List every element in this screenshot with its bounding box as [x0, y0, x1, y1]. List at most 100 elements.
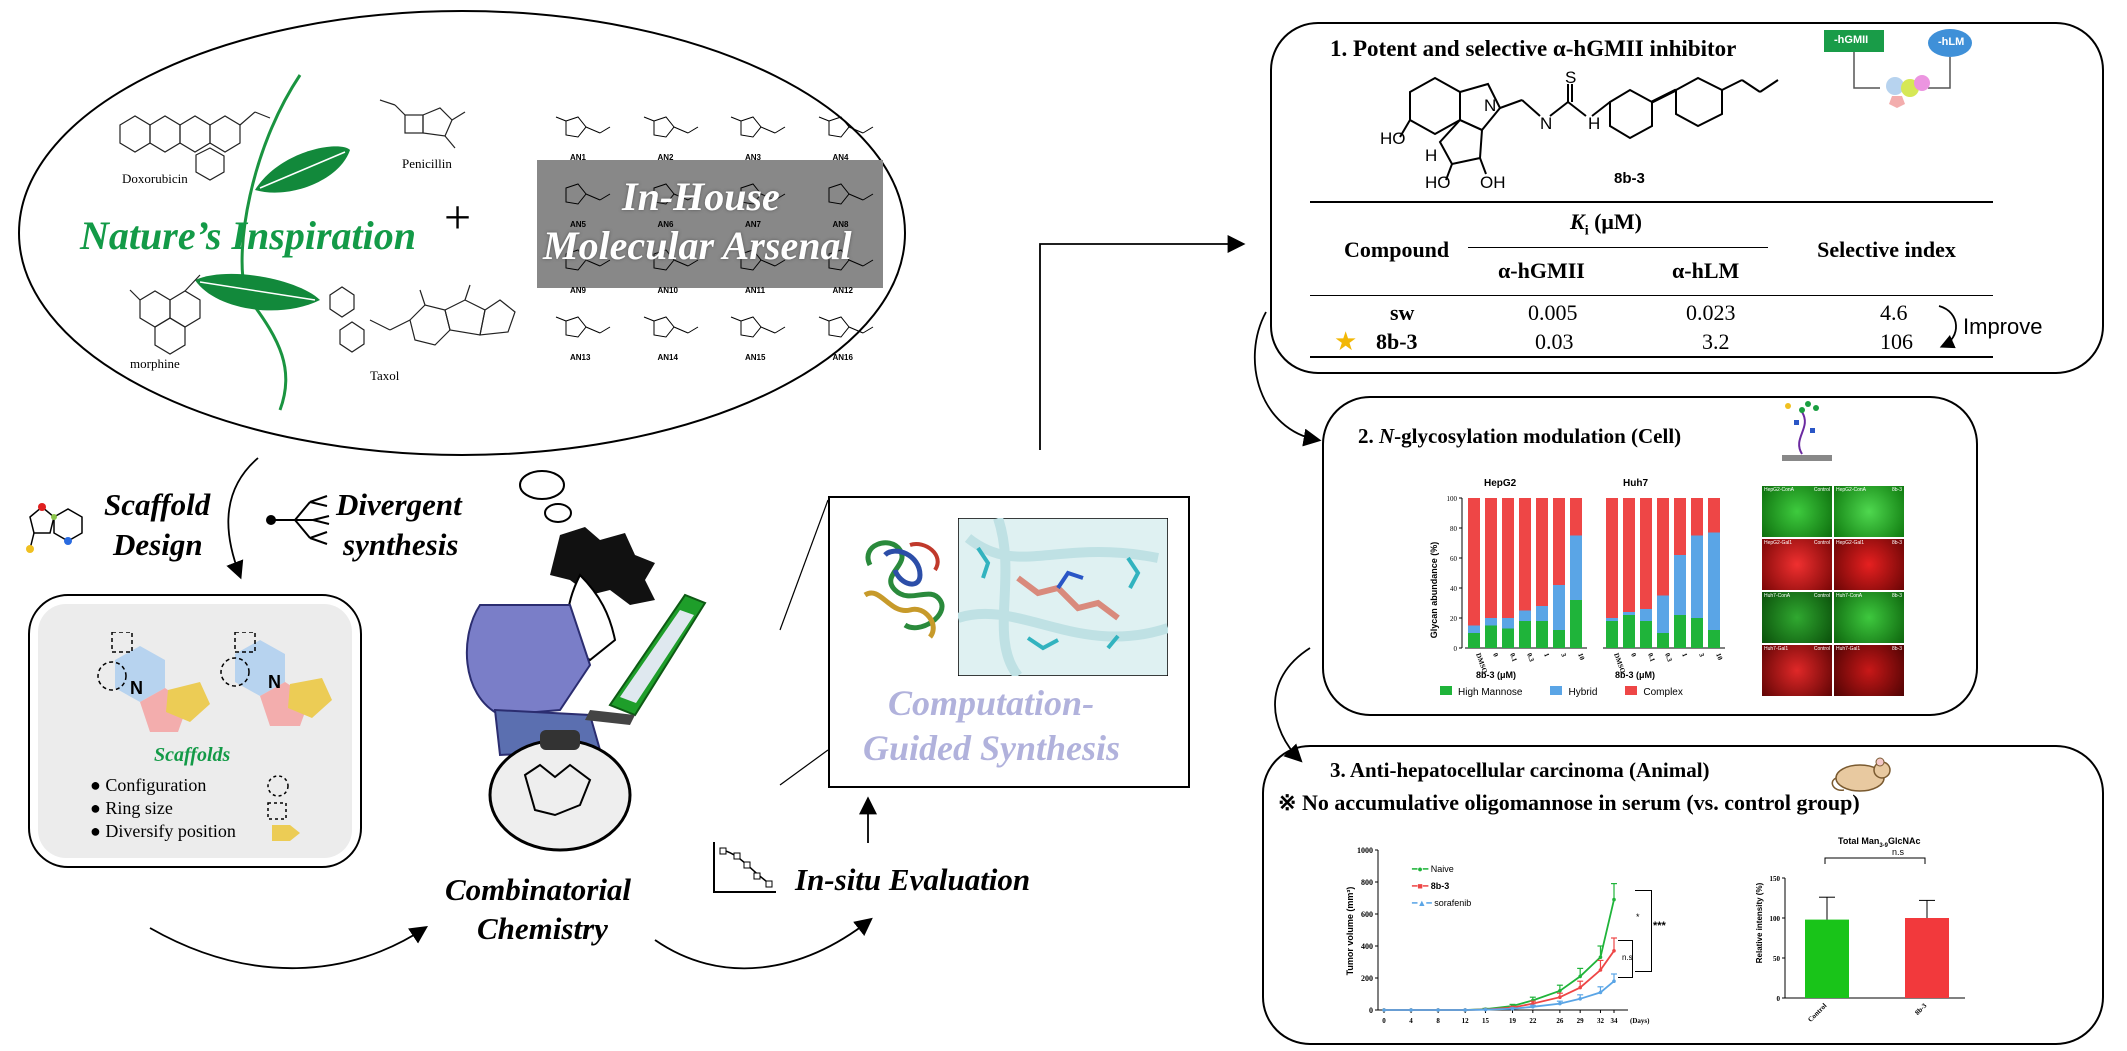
x-tick-label: 12 — [1462, 1017, 1470, 1025]
pyrrolidine-icon — [565, 182, 611, 205]
x-tick-label: Control — [1806, 1002, 1828, 1024]
scaffold-molecule-icon — [26, 503, 83, 553]
x-axis-label-huh7: 8b-3 (μM) — [1615, 670, 1656, 680]
data-point — [1612, 949, 1616, 953]
bar-segment — [1708, 498, 1720, 533]
sig-star: * — [1636, 912, 1640, 922]
x-tick-label: 10 — [1576, 652, 1586, 662]
table-row-sw-name: sw — [1390, 300, 1415, 325]
bar-segment — [1485, 498, 1497, 618]
bar-segment — [1640, 609, 1652, 621]
x-tick-label: 0.1 — [1508, 652, 1519, 663]
combinatorial-label-2: Chemistry — [477, 911, 608, 946]
legend-8b3: ━■━ 8b-3 — [1412, 878, 1471, 895]
x-tick-label: 0 — [1382, 1017, 1386, 1025]
combinatorial-label-1: Combinatorial — [445, 872, 632, 907]
arsenal-title-line1: In-House — [622, 174, 780, 219]
insitu-evaluation-label: In-situ Evaluation — [795, 862, 1031, 897]
scaffolds-panel-inner — [38, 604, 352, 858]
panel2-title: 2. N-glycosylation modulation (Cell) — [1358, 424, 1681, 449]
y-tick-label: 80 — [1450, 525, 1458, 533]
table-row-8b3-hgmii: 0.03 — [1535, 329, 1574, 354]
note-text: No accumulative oligomannose in serum (v… — [1301, 790, 1860, 815]
scaffold-n-left: N — [130, 678, 143, 698]
panel3-note: ※ No accumulative oligomannose in serum … — [1278, 790, 1860, 816]
arsenal-cell: AN14 — [636, 315, 714, 376]
bar-segment — [1519, 610, 1531, 621]
bar-segment — [1674, 555, 1686, 615]
atom-ho1: HO — [1380, 129, 1406, 148]
x-tick-label: 22 — [1529, 1017, 1537, 1025]
nature-inspiration-title: Nature’s Inspiration — [80, 213, 417, 258]
compound-label: AN15 — [745, 352, 766, 362]
compound-8b3-structure-icon — [1399, 76, 1779, 181]
legend-line-naive-icon: ━●━ — [1412, 864, 1431, 874]
compound-label: AN8 — [832, 219, 849, 229]
structure-compound-label: 8b-3 — [1614, 170, 1645, 187]
docking-view-icon — [958, 518, 1168, 676]
bar-segment — [1606, 621, 1618, 648]
arsenal-cell: AN13 — [548, 315, 626, 376]
legend-line-8b3-icon: ━■━ — [1412, 881, 1431, 891]
bar — [1905, 918, 1949, 998]
bar-segment — [1623, 612, 1635, 615]
bar-segment — [1468, 633, 1480, 648]
table-row-8b3-si: 106 — [1880, 329, 1913, 354]
scaffolds-title: Scaffolds — [154, 744, 231, 766]
leaf-upper-icon — [240, 74, 350, 291]
arsenal-cell: AN2 — [636, 115, 714, 176]
molecule-name-penicillin: Penicillin — [402, 156, 452, 171]
compound-label: AN4 — [832, 153, 849, 162]
arsenal-cell: AN12 — [811, 248, 889, 309]
bullet-diversify: ● Diversify position — [90, 820, 236, 843]
tumor-y-axis-label: Tumor volume (mm³) — [1345, 886, 1355, 976]
pyrrolidine-icon — [818, 315, 873, 338]
x-tick-label: 32 — [1597, 1017, 1605, 1025]
table-head-compound: Compound — [1344, 237, 1450, 262]
ki-symbol: K — [1570, 209, 1585, 234]
chemist-illustration-icon — [465, 470, 707, 852]
nature-arsenal-ellipse — [18, 10, 906, 456]
bullet-dot-icon: ● — [90, 775, 106, 795]
compound-label: AN10 — [657, 286, 678, 295]
atom-h: H — [1425, 146, 1438, 165]
data-point — [1612, 979, 1616, 983]
y-tick-label: 0 — [1454, 645, 1458, 653]
y-tick-label: 150 — [1770, 875, 1781, 883]
table-row-8b3-name: 8b-3 — [1376, 329, 1418, 354]
compound-label: AN11 — [745, 286, 766, 295]
bar-segment — [1553, 498, 1565, 585]
micro-label: HepG2-ConA — [1836, 487, 1867, 493]
legend-high-mannose: High Mannose — [1440, 686, 1522, 698]
bar-segment — [1691, 618, 1703, 648]
table-row-sw-hlm: 0.023 — [1686, 300, 1736, 325]
x-tick-label: 3 — [1697, 652, 1706, 658]
bullet-text: Configuration — [105, 775, 207, 795]
arsenal-cell: AN16 — [811, 315, 889, 376]
legend-label: High Mannose — [1458, 687, 1523, 698]
arsenal-cell: AN4 — [811, 115, 889, 176]
micro-label: Control — [1813, 646, 1830, 652]
atom-s: S — [1565, 68, 1577, 87]
bar-segment — [1708, 532, 1720, 630]
y-tick-label: 200 — [1361, 974, 1373, 983]
pyrrolidine-icon — [740, 249, 786, 271]
leaf-lower-icon — [195, 273, 320, 411]
bar-segment — [1502, 498, 1514, 618]
bar-segment — [1570, 498, 1582, 536]
flow-arrows — [149, 235, 1246, 970]
bullet-ring-size: ● Ring size — [90, 797, 236, 820]
legend-sorafenib: ━▲━ sorafenib — [1412, 895, 1471, 912]
sig-triple-star: *** — [1653, 920, 1666, 932]
x-tick-label: 0.1 — [1646, 652, 1657, 663]
micro-label: 8b-3 — [1891, 646, 1902, 652]
data-point — [1558, 1001, 1562, 1006]
